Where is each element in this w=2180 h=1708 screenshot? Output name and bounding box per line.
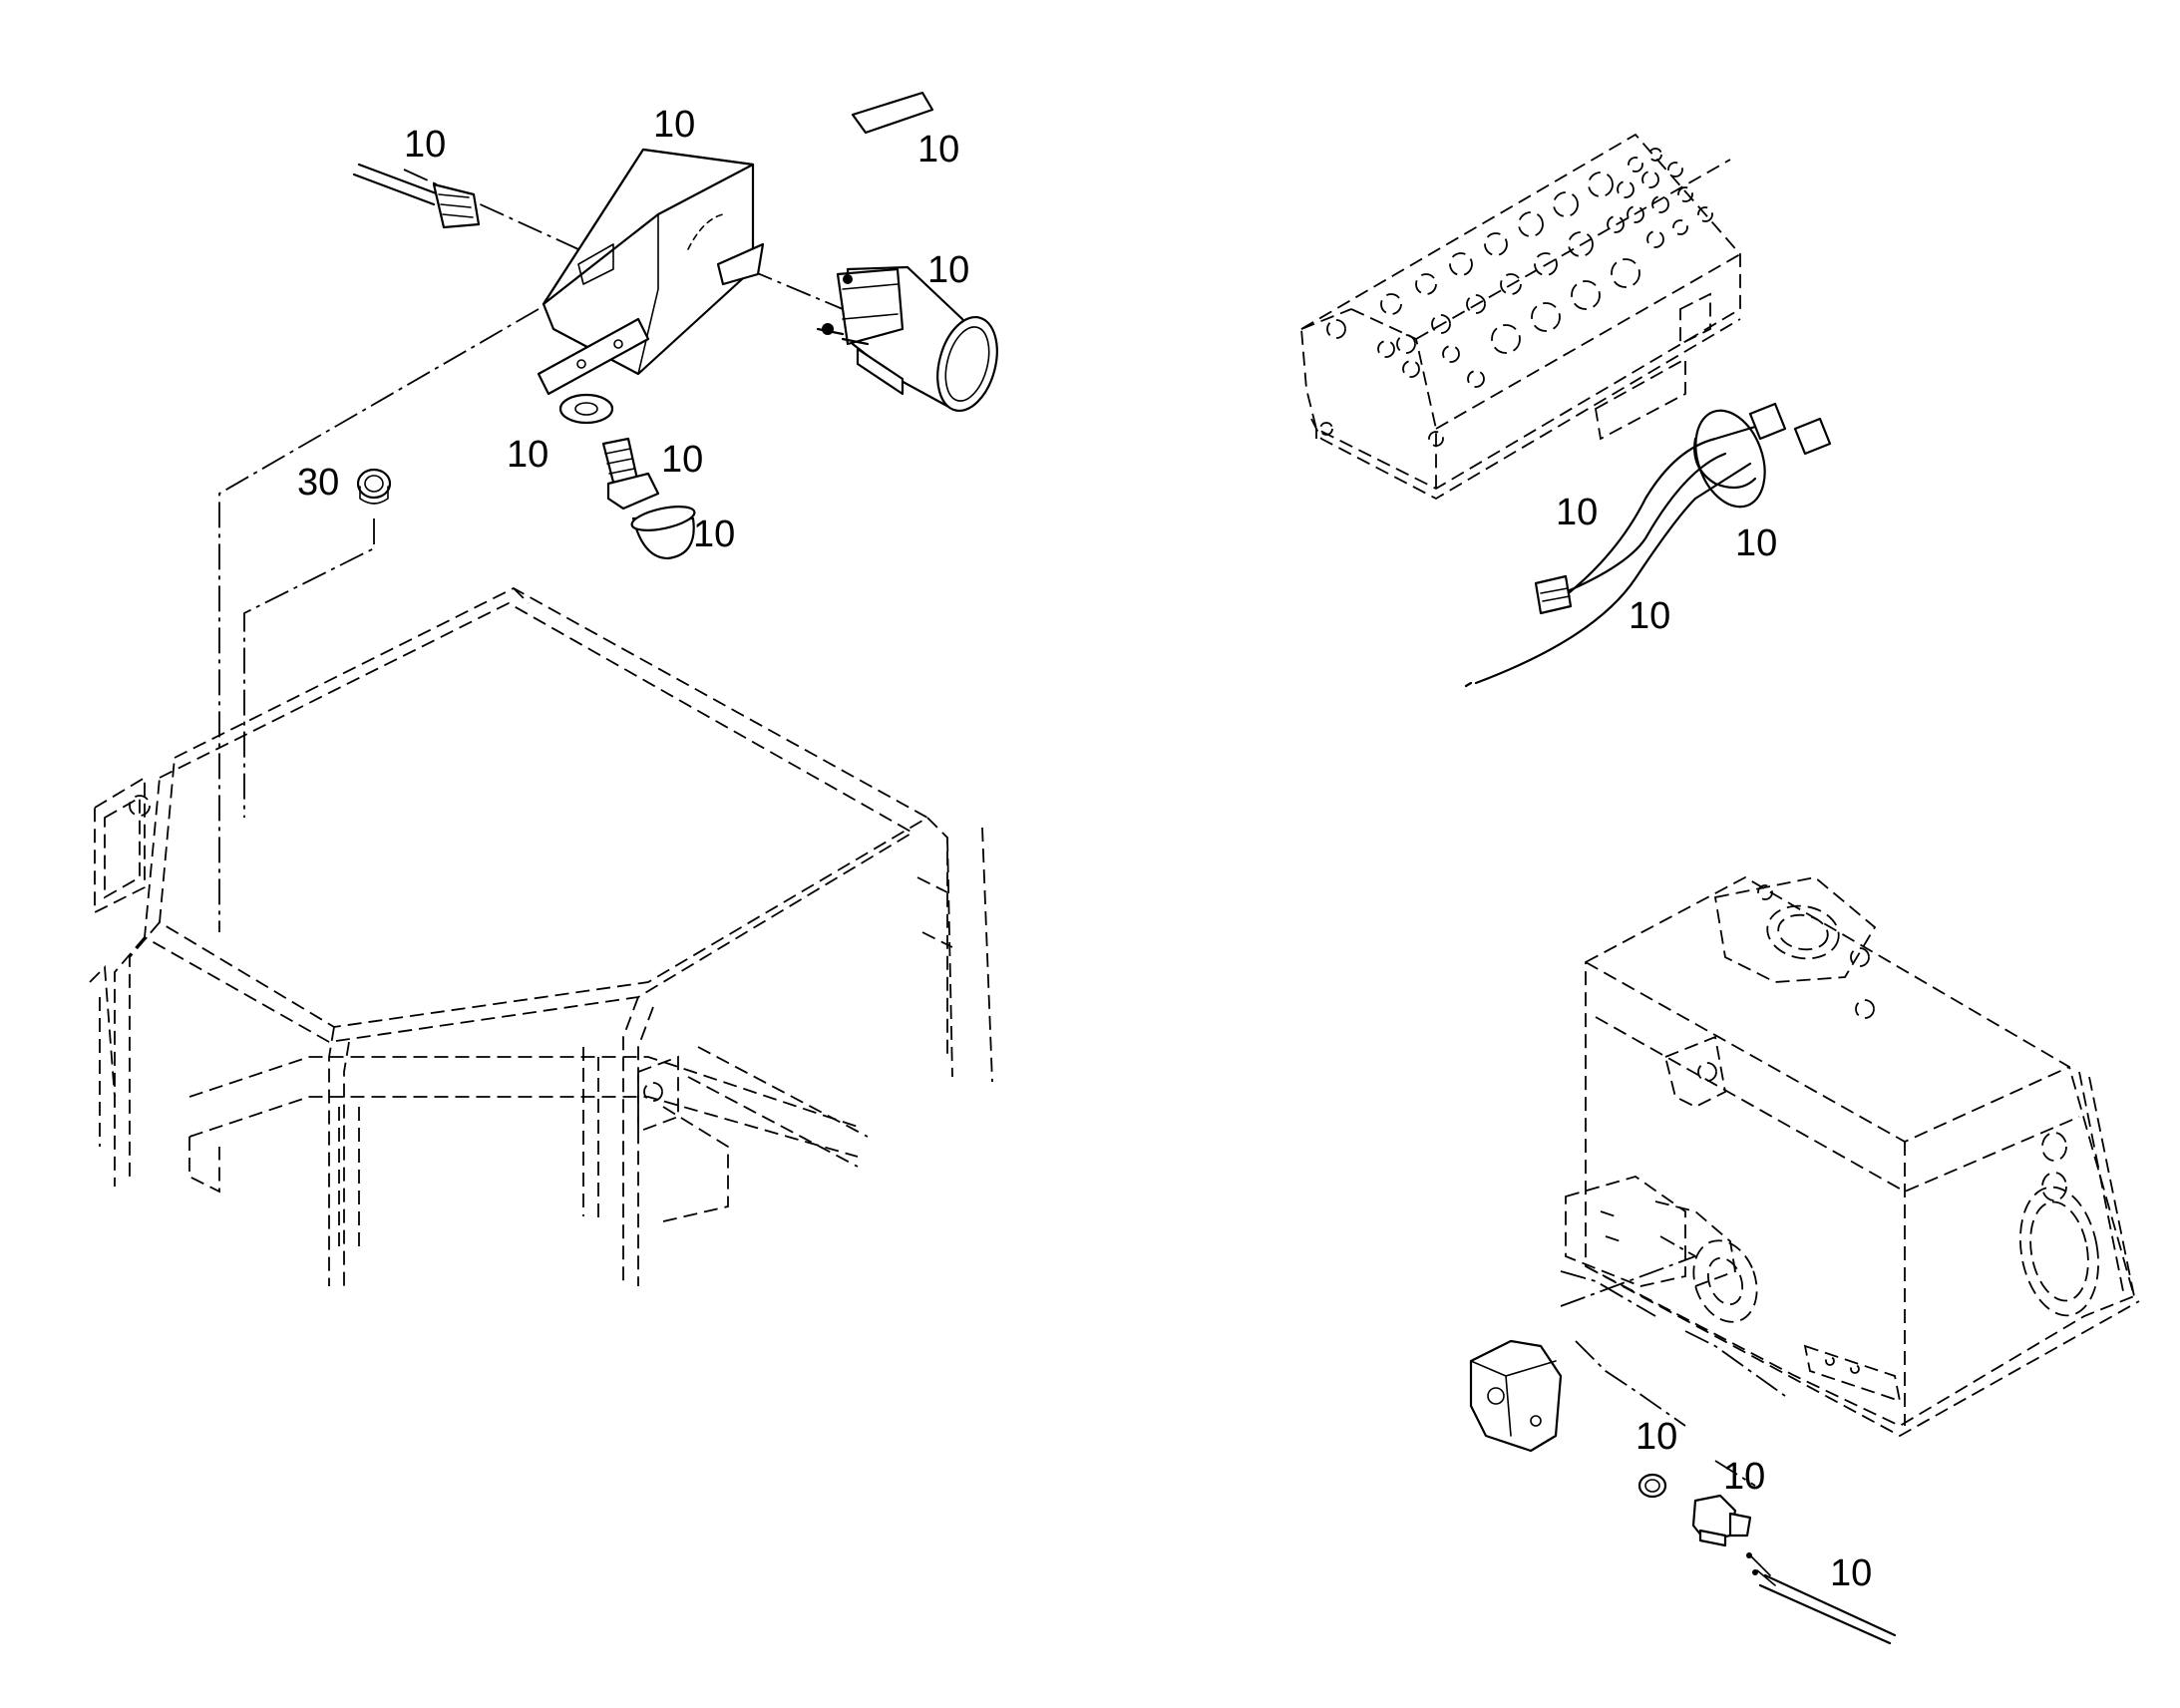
- leader-lines: [218, 169, 1786, 1487]
- callout-label: 10: [653, 104, 695, 146]
- cable-connector: [352, 163, 481, 229]
- wiring-harness: [1464, 402, 1832, 688]
- callout-label: 10: [1635, 1416, 1677, 1458]
- label-plate: [851, 91, 934, 135]
- dome-cap: [630, 506, 696, 560]
- grommet: [356, 468, 392, 505]
- cab-frame: [89, 586, 993, 1286]
- callout-label: 10: [1830, 1552, 1872, 1594]
- sensor-adapter-block: [1469, 1339, 1563, 1453]
- callout-label: 10: [1723, 1456, 1765, 1498]
- callout-label: 10: [1735, 522, 1777, 564]
- callout-labels: 10 10 10 10 10 10 10 30 10 10 10 10 10 1…: [297, 104, 1872, 1594]
- washer-nut: [558, 393, 614, 425]
- callout-label: 10: [927, 249, 969, 291]
- pressure-switch: [1691, 1494, 1752, 1547]
- round-gauge: [816, 265, 998, 413]
- callout-label: 10: [1556, 492, 1598, 533]
- callout-label: 30: [297, 462, 339, 504]
- bolt: [601, 437, 660, 511]
- callout-label: 10: [917, 129, 959, 171]
- callout-label: 10: [661, 439, 703, 481]
- o-ring: [1637, 1473, 1667, 1499]
- sensor-cable: [1746, 1552, 1897, 1645]
- callout-label: 10: [693, 513, 735, 555]
- callout-label: 10: [404, 124, 446, 166]
- callout-label: 10: [1629, 595, 1670, 637]
- transmission-housing: [1565, 875, 2140, 1438]
- callout-label: 10: [507, 434, 548, 476]
- valve-manifold-block: [1300, 133, 1741, 501]
- mounting-bracket: [537, 148, 765, 396]
